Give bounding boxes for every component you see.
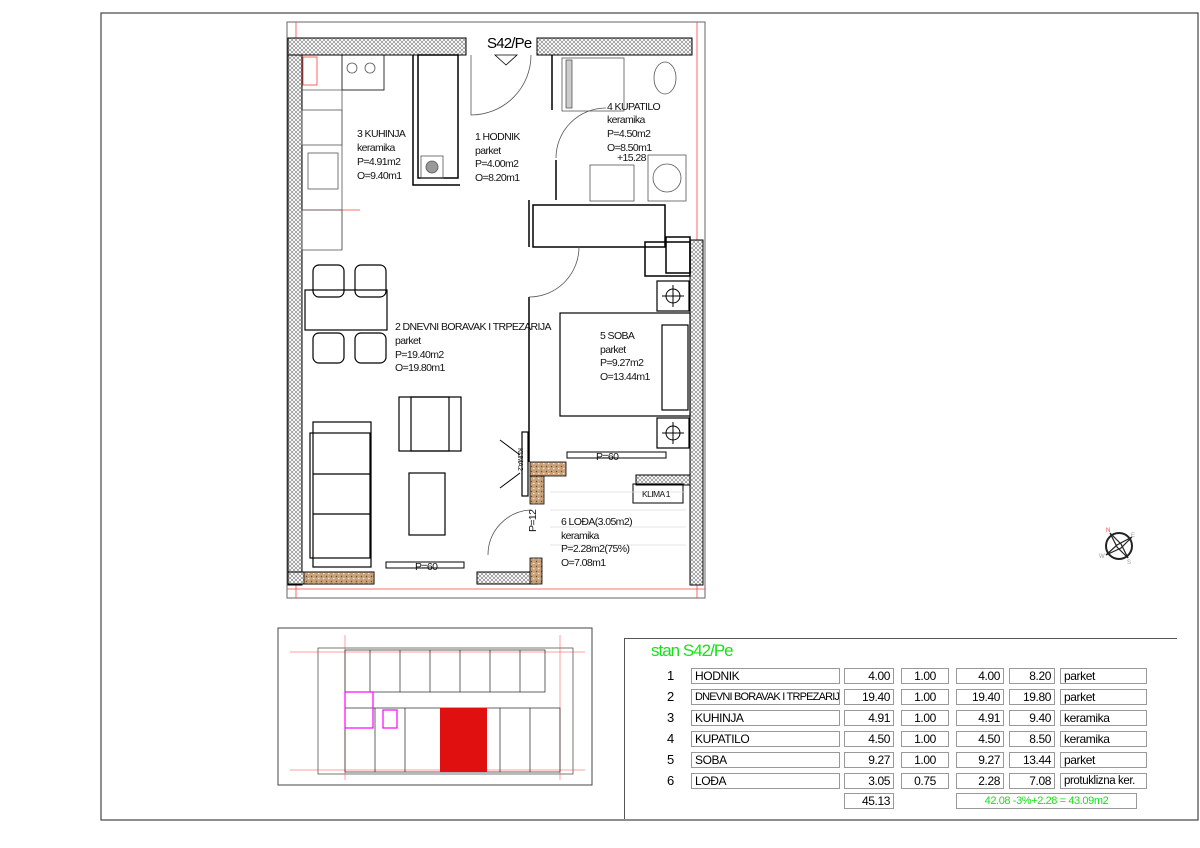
table-row: 2 DNEVNI BORAVAK I TRPEZARIJA 19.40 1.00… xyxy=(625,689,1177,706)
svg-text:W: W xyxy=(1099,554,1105,560)
table-total-row: 45.13 42.08 -3%+2.28 = 43.09m2 xyxy=(625,793,1177,810)
total-area: 45.13 xyxy=(844,793,894,809)
svg-text:6 LOĐA(3.05m2): 6 LOĐA(3.05m2) xyxy=(561,516,632,528)
svg-text:2 DNEVNI BORAVAK I TRPEZARIJA: 2 DNEVNI BORAVAK I TRPEZARIJA xyxy=(395,321,551,333)
room-floor: keramika xyxy=(1060,710,1147,726)
room-name: DNEVNI BORAVAK I TRPEZARIJA xyxy=(691,689,840,705)
svg-text:E: E xyxy=(1131,533,1135,539)
room-perimeter: 8.20 xyxy=(1009,668,1055,684)
site-key-plan xyxy=(277,627,593,786)
window-label-soba: P=60 xyxy=(596,451,619,463)
sheet-frame xyxy=(100,12,1199,821)
room-floor: keramika xyxy=(1060,731,1147,747)
svg-text:+15.28: +15.28 xyxy=(617,152,647,164)
svg-text:O=19.80m1: O=19.80m1 xyxy=(395,362,446,374)
highlighted-unit xyxy=(440,708,487,772)
svg-text:P=4.50m2: P=4.50m2 xyxy=(607,128,651,140)
svg-text:4 KUPATILO: 4 KUPATILO xyxy=(607,101,661,113)
room-coefficient: 1.00 xyxy=(901,668,949,684)
room-label-hodnik: 1 HODNIK parket P=4.00m2 O=8.20m1 xyxy=(475,131,521,184)
room-area: 4.91 xyxy=(844,710,894,726)
room-net-area: 19.40 xyxy=(956,689,1004,705)
svg-text:P=9.27m2: P=9.27m2 xyxy=(600,357,644,369)
svg-text:parket: parket xyxy=(600,344,626,356)
compass-icon: N S E W xyxy=(1099,528,1135,566)
room-area: 9.27 xyxy=(844,752,894,768)
window-label-living: P=60 xyxy=(415,561,438,573)
room-floor: parket xyxy=(1060,752,1147,768)
room-net-area: 9.27 xyxy=(956,752,1004,768)
svg-text:3 KUHINJA: 3 KUHINJA xyxy=(357,128,406,140)
svg-text:1 HODNIK: 1 HODNIK xyxy=(475,131,520,143)
room-net-area: 4.00 xyxy=(956,668,1004,684)
table-row: 5 SOBA 9.27 1.00 9.27 13.44 parket xyxy=(625,752,1177,769)
svg-text:O=7.08m1: O=7.08m1 xyxy=(561,557,606,569)
room-area: 4.00 xyxy=(844,668,894,684)
room-floor: parket xyxy=(1060,689,1147,705)
row-number: 2 xyxy=(667,689,675,704)
total-formula: 42.08 -3%+2.28 = 43.09m2 xyxy=(956,793,1137,809)
room-perimeter: 9.40 xyxy=(1009,710,1055,726)
svg-text:parket: parket xyxy=(475,145,501,157)
svg-text:O=9.40m1: O=9.40m1 xyxy=(357,170,402,182)
room-label-kuhinja: 3 KUHINJA keramika P=4.91m2 O=9.40m1 xyxy=(357,128,406,182)
room-coefficient: 1.00 xyxy=(901,710,949,726)
room-area: 19.40 xyxy=(844,689,894,705)
svg-text:P=4.91m2: P=4.91m2 xyxy=(357,156,401,168)
svg-text:keramika: keramika xyxy=(357,142,396,154)
room-perimeter: 8.50 xyxy=(1009,731,1055,747)
floor-plan xyxy=(286,21,706,599)
room-area: 4.50 xyxy=(844,731,894,747)
row-number: 1 xyxy=(667,668,675,683)
table-row: 4 KUPATILO 4.50 1.00 4.50 8.50 keramika xyxy=(625,731,1177,748)
table-row: 1 HODNIK 4.00 1.00 4.00 8.20 parket xyxy=(625,668,1177,685)
room-coefficient: 1.00 xyxy=(901,731,949,747)
svg-text:P=2.28m2(75%): P=2.28m2(75%) xyxy=(561,543,629,555)
room-name: KUHINJA xyxy=(691,710,840,726)
svg-text:parket: parket xyxy=(395,335,421,347)
room-perimeter: 7.08 xyxy=(1009,773,1055,789)
room-name: KUPATILO xyxy=(691,731,840,747)
room-label-dnevni-boravak: 2 DNEVNI BORAVAK I TRPEZARIJA parket P=1… xyxy=(395,321,552,374)
svg-text:P=19.40m2: P=19.40m2 xyxy=(395,349,444,361)
room-floor: protuklizna ker. xyxy=(1060,773,1147,789)
svg-text:O=13.44m1: O=13.44m1 xyxy=(600,371,651,383)
room-name: SOBA xyxy=(691,752,840,768)
room-coefficient: 1.00 xyxy=(901,752,949,768)
table-row: 3 KUHINJA 4.91 1.00 4.91 9.40 keramika xyxy=(625,710,1177,727)
room-net-area: 2.28 xyxy=(956,773,1004,789)
room-label-lodja: 6 LOĐA(3.05m2) keramika P=2.28m2(75%) O=… xyxy=(561,516,633,569)
svg-text:S: S xyxy=(1127,560,1131,566)
area-table: stan S42/Pe 1 HODNIK 4.00 1.00 4.00 8.20… xyxy=(624,638,1177,819)
svg-text:P=4.00m2: P=4.00m2 xyxy=(475,158,519,170)
room-perimeter: 19.80 xyxy=(1009,689,1055,705)
svg-text:keramika: keramika xyxy=(561,530,600,542)
room-name: HODNIK xyxy=(691,668,840,684)
room-name: LOĐA xyxy=(691,773,840,789)
svg-text:keramika: keramika xyxy=(607,114,646,126)
room-label-soba: 5 SOBA parket P=9.27m2 O=13.44m1 xyxy=(600,330,651,383)
row-number: 4 xyxy=(667,731,675,746)
table-row: 6 LOĐA 3.05 0.75 2.28 7.08 protuklizna k… xyxy=(625,773,1177,790)
svg-text:O=8.20m1: O=8.20m1 xyxy=(475,172,520,184)
room-floor: parket xyxy=(1060,668,1147,684)
klima-1-label: KLIMA 1 xyxy=(642,489,671,499)
room-coefficient: 1.00 xyxy=(901,689,949,705)
room-coefficient: 0.75 xyxy=(901,773,949,789)
row-number: 3 xyxy=(667,710,675,725)
unit-label: S42/Pe xyxy=(487,35,532,52)
room-perimeter: 13.44 xyxy=(1009,752,1055,768)
klima-2-label: KLIMA 2 xyxy=(516,448,523,471)
row-number: 5 xyxy=(667,752,675,767)
svg-text:N: N xyxy=(1106,528,1110,534)
window-label-loggia: P=12 xyxy=(527,509,539,532)
room-label-kupatilo: 4 KUPATILO keramika P=4.50m2 O=8.50m1 +1… xyxy=(607,101,661,164)
table-title: stan S42/Pe xyxy=(651,641,734,660)
room-area: 3.05 xyxy=(844,773,894,789)
svg-text:5 SOBA: 5 SOBA xyxy=(600,330,635,342)
room-net-area: 4.91 xyxy=(956,710,1004,726)
room-net-area: 4.50 xyxy=(956,731,1004,747)
svg-text:O=8.50m1: O=8.50m1 xyxy=(607,142,652,154)
row-number: 6 xyxy=(667,773,675,788)
